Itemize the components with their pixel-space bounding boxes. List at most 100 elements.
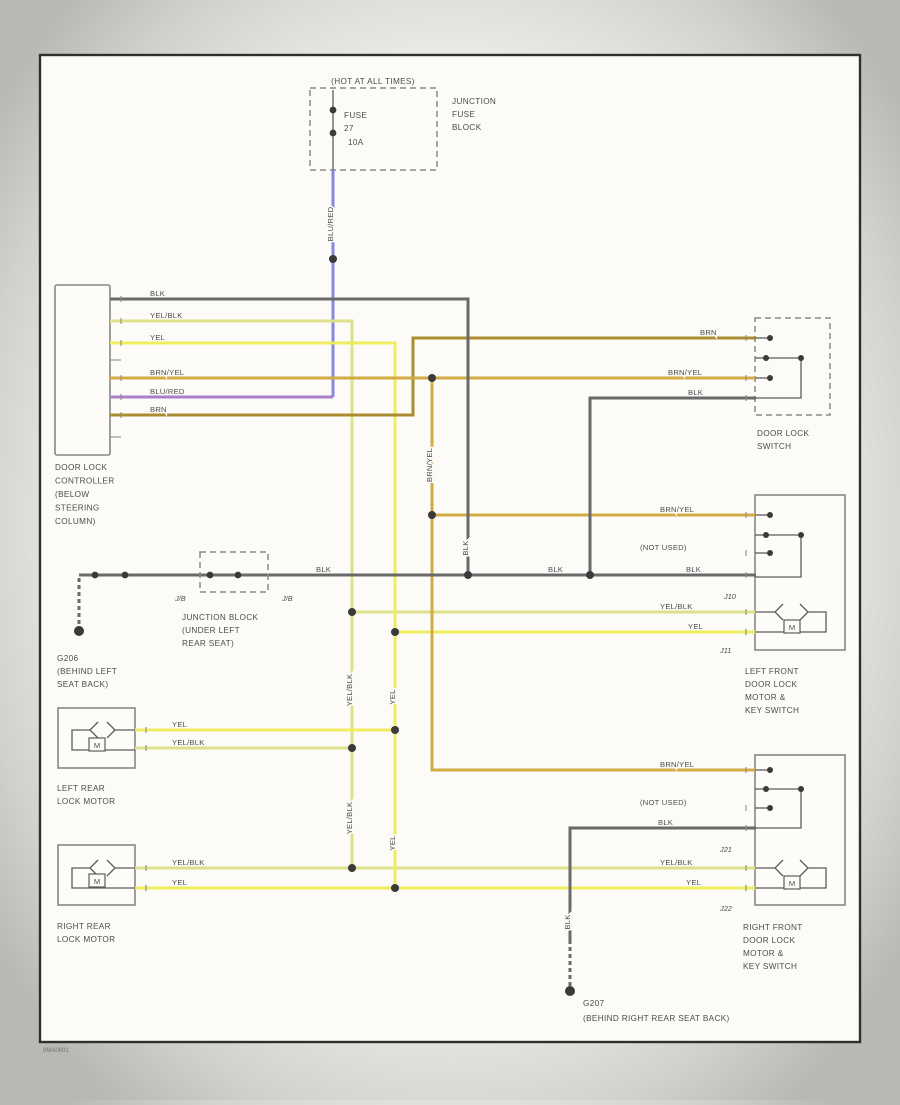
junction-dots	[91, 106, 594, 892]
svg-text:(BELOW: (BELOW	[55, 490, 89, 499]
svg-text:MOTOR &: MOTOR &	[743, 949, 784, 958]
svg-text:COLUMN): COLUMN)	[55, 517, 96, 526]
wire-label-yelblk: YEL/BLK	[172, 738, 205, 747]
wire-label-blk: BLK	[563, 914, 572, 929]
svg-text:FUSE: FUSE	[452, 110, 475, 119]
not-used-label: (NOT USED)	[640, 798, 687, 807]
junction-fuse-block-name: JUNCTION	[452, 97, 496, 106]
left-front-key-switch-internals	[755, 512, 804, 578]
fuse-label: FUSE	[344, 111, 367, 120]
wire-label-yel: YEL	[388, 689, 397, 704]
wire-label-blk: BLK	[688, 388, 703, 397]
wire-label-brn: BRN	[700, 328, 717, 337]
svg-text:REAR SEAT): REAR SEAT)	[182, 639, 234, 648]
wire-label-yel: YEL	[172, 878, 187, 887]
jb-tag: J/B	[174, 594, 186, 603]
door-lock-switch-name: DOOR LOCK	[757, 429, 809, 438]
motor-m-label: M	[789, 879, 795, 888]
left-front-door-labels: BRN/YEL (NOT USED) YEL/BLK YEL J10 J11 L…	[639, 504, 799, 716]
svg-text:MOTOR &: MOTOR &	[745, 693, 786, 702]
page-border	[38, 53, 862, 1044]
wire-label-yelblk: YEL/BLK	[345, 802, 354, 835]
right-front-door-name: RIGHT FRONT	[743, 923, 803, 932]
wire-label-yelblk: YEL/BLK	[172, 858, 205, 867]
fuse-number: 27	[344, 124, 354, 133]
page-code: 9MA0601	[43, 1048, 69, 1054]
wire-label-brnyel: BRN/YEL	[660, 505, 694, 514]
right-rear-motor-name: RIGHT REAR	[57, 922, 111, 931]
wire-label-blk: BLK	[150, 289, 165, 298]
door-lock-controller-labels: DOOR LOCK CONTROLLER (BELOW STEERING COL…	[55, 463, 114, 526]
wire-yel-blk-net	[110, 319, 756, 870]
wire-label-yel: YEL	[388, 835, 397, 850]
wire-label-blk: BLK	[548, 565, 563, 574]
door-lock-controller-box	[54, 284, 111, 456]
wire-label-brn: BRN	[150, 405, 167, 414]
svg-text:LOCK MOTOR: LOCK MOTOR	[57, 935, 115, 944]
pin-ticks	[110, 296, 747, 891]
g207-label: G207	[583, 999, 605, 1008]
right-front-key-switch-internals	[755, 767, 804, 829]
svg-text:(BEHIND LEFT: (BEHIND LEFT	[57, 667, 117, 676]
junction-block-labels: J/B J/B JUNCTION BLOCK (UNDER LEFT REAR …	[174, 564, 702, 649]
svg-text:DOOR LOCK: DOOR LOCK	[745, 680, 797, 689]
wire-label-brnyel: BRN/YEL	[660, 760, 694, 769]
junction-block-box	[199, 551, 269, 593]
svg-text:CONTROLLER: CONTROLLER	[55, 477, 114, 486]
wire-label-yelblk: YEL/BLK	[660, 858, 693, 867]
wire-label-blk: BLK	[658, 818, 673, 827]
wire-blk-net	[77, 297, 756, 986]
right-front-lock-motor-symbol: M	[755, 859, 827, 890]
svg-text:KEY SWITCH: KEY SWITCH	[745, 706, 799, 715]
rear-motor-labels: YEL YEL/BLK LEFT REAR LOCK MOTOR YEL/BLK…	[57, 719, 206, 945]
left-front-door-name: LEFT FRONT	[745, 667, 799, 676]
door-lock-switch-box	[754, 317, 831, 416]
door-lock-switch-internals	[755, 335, 804, 399]
door-lock-switch-labels: BRN BRN/YEL BLK DOOR LOCK SWITCH	[667, 327, 810, 452]
component-boxes	[54, 87, 846, 906]
wire-yel-net	[110, 341, 756, 890]
svg-text:STEERING: STEERING	[55, 504, 100, 513]
left-front-lock-motor-symbol: M	[755, 603, 827, 634]
right-front-door-lock-box	[754, 754, 846, 906]
ground-g207-icon	[565, 986, 575, 996]
wire-label-yel: YEL	[686, 878, 701, 887]
g206-label: G206	[57, 654, 79, 663]
svg-text:KEY SWITCH: KEY SWITCH	[743, 962, 797, 971]
ground-labels: G206 (BEHIND LEFT SEAT BACK) G207 (BEHIN…	[57, 654, 730, 1023]
wire-blu-red-net	[110, 170, 335, 399]
svg-text:(BEHIND RIGHT REAR SEAT BACK): (BEHIND RIGHT REAR SEAT BACK)	[583, 1014, 730, 1023]
wire-label-brnyel: BRN/YEL	[150, 368, 184, 377]
fuse-rating: 10A	[348, 138, 364, 147]
svg-text:SEAT BACK): SEAT BACK)	[57, 680, 108, 689]
wire-label-brnyel: BRN/YEL	[668, 368, 702, 377]
junction-block-name: JUNCTION BLOCK	[182, 613, 259, 622]
jb-tag: J/B	[281, 594, 293, 603]
svg-text:SWITCH: SWITCH	[757, 442, 791, 451]
left-rear-motor-name: LEFT REAR	[57, 784, 105, 793]
svg-text:DOOR LOCK: DOOR LOCK	[743, 936, 795, 945]
svg-text:LOCK MOTOR: LOCK MOTOR	[57, 797, 115, 806]
wire-label-blured: BLU/RED	[326, 206, 335, 241]
wire-label-yel: YEL	[688, 622, 703, 631]
wire-label-yelblk: YEL/BLK	[150, 311, 183, 320]
wire-label-yelblk: YEL/BLK	[345, 674, 354, 707]
svg-text:(UNDER LEFT: (UNDER LEFT	[182, 626, 240, 635]
right-front-door-labels: BRN/YEL (NOT USED) BLK YEL/BLK YEL J21 J…	[639, 759, 803, 972]
motor-m-label: M	[789, 623, 795, 632]
wire-label-yelblk: YEL/BLK	[660, 602, 693, 611]
controller-name: DOOR LOCK	[55, 463, 107, 472]
wire-label-blk: BLK	[316, 565, 331, 574]
connector-j22: J22	[719, 904, 732, 913]
wire-label-blk: BLK	[461, 540, 470, 555]
connector-j10: J10	[723, 592, 737, 601]
controller-wire-labels: BLK YEL/BLK YEL BRN/YEL BLU/RED BRN	[149, 288, 187, 416]
connector-j11: J11	[719, 646, 731, 655]
wire-label-brnyel: BRN/YEL	[425, 448, 434, 482]
ground-symbols	[74, 626, 575, 996]
right-rear-lock-motor-symbol: M	[71, 859, 135, 889]
wire-label-blk: BLK	[686, 565, 701, 574]
junction-fuse-block-box	[309, 87, 438, 171]
wire-label-yel: YEL	[150, 333, 165, 342]
